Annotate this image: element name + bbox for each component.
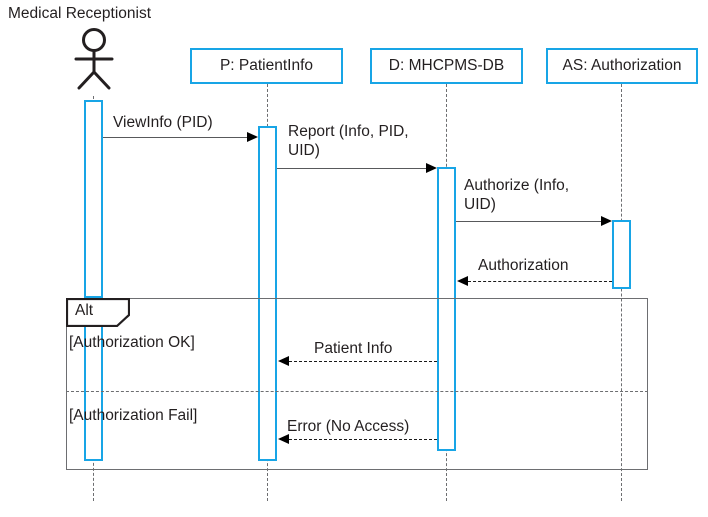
alt-fragment-divider bbox=[66, 391, 648, 392]
message-line-error-no-access bbox=[289, 439, 437, 440]
message-label-authorize-line2: UID) bbox=[464, 196, 496, 213]
message-arrowhead-patient-info bbox=[278, 355, 289, 366]
actor-label: Medical Receptionist bbox=[8, 5, 152, 22]
message-arrowhead-error-no-access bbox=[278, 433, 289, 444]
alt-guard-authorization-fail: [Authorization Fail] bbox=[69, 407, 198, 424]
message-label-patient-info: Patient Info bbox=[314, 340, 393, 357]
lifeline-box-patientinfo-label: P: PatientInfo bbox=[219, 57, 314, 74]
lifeline-box-patientinfo[interactable]: P: PatientInfo bbox=[190, 48, 343, 84]
activation-mhcpms-db bbox=[437, 167, 456, 451]
message-arrowhead-authorize bbox=[601, 215, 612, 226]
lifeline-box-mhcpms-db[interactable]: D: MHCPMS-DB bbox=[370, 48, 523, 84]
message-line-viewinfo bbox=[103, 137, 249, 138]
message-arrowhead-report bbox=[426, 162, 437, 173]
lifeline-box-authorization[interactable]: AS: Authorization bbox=[546, 48, 698, 84]
message-label-viewinfo: ViewInfo (PID) bbox=[113, 114, 213, 131]
lifeline-authorization bbox=[621, 84, 622, 501]
message-label-authorize-line1: Authorize (Info, bbox=[464, 177, 570, 194]
lifeline-box-mhcpms-db-label: D: MHCPMS-DB bbox=[388, 57, 505, 74]
activation-actor-through-fragment bbox=[84, 298, 103, 426]
message-line-report bbox=[277, 168, 428, 169]
message-arrowhead-authorization-return bbox=[457, 275, 468, 286]
message-arrowhead-viewinfo bbox=[247, 131, 258, 142]
message-line-authorization-return bbox=[468, 281, 612, 282]
activation-authorization bbox=[612, 220, 631, 289]
lifeline-box-authorization-label: AS: Authorization bbox=[562, 57, 682, 74]
alt-guard-authorization-ok: [Authorization OK] bbox=[69, 334, 195, 351]
activation-actor-lower bbox=[84, 426, 103, 461]
message-label-report-line2: UID) bbox=[288, 142, 320, 159]
message-line-authorize bbox=[456, 221, 603, 222]
activation-patientinfo bbox=[258, 126, 277, 461]
message-label-authorization-return: Authorization bbox=[478, 257, 569, 274]
stick-figure-actor-icon bbox=[74, 28, 114, 90]
message-label-error-no-access: Error (No Access) bbox=[287, 418, 410, 435]
alt-fragment-operator-label: Alt bbox=[75, 302, 94, 319]
alt-fragment-box bbox=[66, 298, 648, 470]
message-line-patient-info bbox=[289, 361, 437, 362]
message-label-report-line1: Report (Info, PID, bbox=[288, 123, 409, 140]
activation-actor-upper bbox=[84, 100, 103, 298]
alt-fragment-tab: Alt bbox=[66, 298, 130, 327]
